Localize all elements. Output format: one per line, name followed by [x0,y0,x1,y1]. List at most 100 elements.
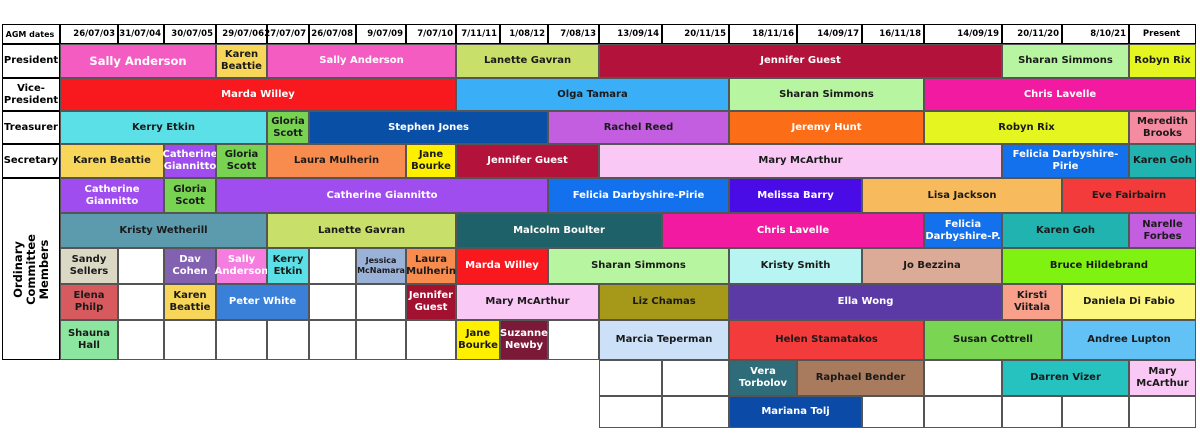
empty-slot [599,360,662,396]
ocm-jo-bezzina: Jo Bezzina [862,248,1002,284]
empty-slot [406,320,456,360]
empty-slot [356,320,406,360]
ocm-suzanne-newby: Suzanne Newby [500,320,548,360]
secretary-jane-bourke: Jane Bourke [406,144,456,178]
agm-date-header: 8/10/21 [1062,24,1129,44]
role-label-ordinary: Ordinary Committee Members [2,178,60,360]
ocm-sandy-sellers: Sandy Sellers [60,248,118,284]
ocm-peter-white: Peter White [216,284,309,320]
agm-date-header: 20/11/15 [662,24,729,44]
role-label-treasurer: Treasurer [2,111,60,144]
ocm-helen-stamatakos: Helen Stamatakos [729,320,924,360]
ocm-mariana-tolj: Mariana Tolj [729,396,862,428]
ocm-ella-wong: Ella Wong [729,284,1002,320]
ocm-vera-torbolov: Vera Torbolov [729,360,797,396]
role-label-vice: Vice- President [2,78,60,111]
role-label-president: President [2,44,60,78]
ocm-mary-mcarthur: Mary McArthur [456,284,599,320]
treasurer-gloria-scott: Gloria Scott [267,111,309,144]
ocm-karen-goh: Karen Goh [1002,213,1129,248]
empty-slot [309,320,356,360]
empty-slot [118,284,164,320]
ocm-kristy-smith: Kristy Smith [729,248,862,284]
ocm-marda-willey: Marda Willey [456,248,548,284]
vice-olga-tamara: Olga Tamara [456,78,729,111]
vice-marda-willey: Marda Willey [60,78,456,111]
secretary-gloria-scott: Gloria Scott [216,144,267,178]
empty-slot [862,396,924,428]
agm-date-header: 20/11/20 [1002,24,1062,44]
ocm-felicia-darbyshire-p: Felicia Darbyshire-P. [924,213,1002,248]
ocm-laura-mulherin: Laura Mulherin [406,248,456,284]
agm-date-header: 30/07/05 [164,24,216,44]
role-label-text: Ordinary Committee Members [10,233,51,305]
president-sharan-simmons: Sharan Simmons [1002,44,1129,78]
ocm-jennifer-guest: Jennifer Guest [406,284,456,320]
ocm-lisa-jackson: Lisa Jackson [862,178,1062,213]
vice-sharan-simmons: Sharan Simmons [729,78,924,111]
empty-slot [1002,396,1062,428]
ocm-dav-cohen: Dav Cohen [164,248,216,284]
ocm-liz-chamas: Liz Chamas [599,284,729,320]
ocm-kristy-wetherill: Kristy Wetherill [60,213,267,248]
treasurer-rachel-reed: Rachel Reed [548,111,729,144]
ocm-andree-lupton: Andree Lupton [1062,320,1196,360]
president-jennifer-guest: Jennifer Guest [599,44,1002,78]
agm-dates-label: AGM dates [2,24,60,44]
role-label-secretary: Secretary [2,144,60,178]
empty-slot [216,320,267,360]
agm-date-header: 31/07/04 [118,24,164,44]
ocm-narelle-forbes: Narelle Forbes [1129,213,1196,248]
empty-slot [548,320,599,360]
agm-date-header: 14/09/17 [797,24,862,44]
treasurer-meredith-brooks: Meredith Brooks [1129,111,1196,144]
ocm-elena-philp: Elena Philp [60,284,118,320]
ocm-chris-lavelle: Chris Lavelle [662,213,924,248]
ocm-lanette-gavran: Lanette Gavran [267,213,456,248]
empty-slot [118,248,164,284]
role-label-text: President [3,55,59,66]
empty-slot [164,320,216,360]
agm-date-header: 13/09/14 [599,24,662,44]
ocm-karen-beattie: Karen Beattie [164,284,216,320]
role-label-text: Treasurer [4,121,58,133]
secretary-karen-goh: Karen Goh [1129,144,1196,178]
agm-date-header: 7/08/13 [548,24,599,44]
agm-date-header: 18/11/16 [729,24,797,44]
president-robyn-rix: Robyn Rix [1129,44,1196,78]
secretary-karen-beattie: Karen Beattie [60,144,164,178]
ocm-sally-anderson: Sally Anderson [215,248,268,284]
secretary-catherine-giannitto: Catherine Giannitto [162,144,218,178]
agm-date-header: 7/11/11 [456,24,500,44]
secretary-jennifer-guest: Jennifer Guest [456,144,599,178]
president-karen-beattie: Karen Beattie [216,44,267,78]
agm-date-header: 26/07/08 [309,24,356,44]
empty-slot [118,320,164,360]
ocm-catherine-giannitto-2: Catherine Giannitto [216,178,548,213]
ocm-felicia-darbyshire-pirie: Felicia Darbyshire-Pirie [548,178,729,213]
secretary-laura-mulherin: Laura Mulherin [267,144,406,178]
ocm-gloria-scott: Gloria Scott [164,178,216,213]
president-sally-anderson-1: Sally Anderson [60,44,216,78]
treasurer-robyn-rix: Robyn Rix [924,111,1129,144]
empty-slot [356,284,406,320]
vice-chris-lavelle: Chris Lavelle [924,78,1196,111]
agm-date-header: 27/07/07 [264,24,309,44]
empty-slot [924,360,1002,396]
ocm-susan-cottrell: Susan Cottrell [924,320,1062,360]
agm-date-header: 7/07/10 [406,24,456,44]
secretary-felicia-darbyshire-pirie: Felicia Darbyshire-Pirie [1002,144,1129,178]
ocm-kerry-etkin: Kerry Etkin [267,248,309,284]
empty-slot [267,320,309,360]
ocm-darren-vizer: Darren Vizer [1002,360,1129,396]
ocm-eve-fairbairn: Eve Fairbairn [1062,178,1196,213]
empty-slot [599,396,662,428]
ocm-jessica-mcnamara: Jessica McNamara [356,248,406,284]
president-lanette-gavran: Lanette Gavran [456,44,599,78]
ocm-melissa-barry: Melissa Barry [729,178,862,213]
role-label-text: Vice- President [3,82,59,106]
agm-date-header: 29/07/06 [216,24,267,44]
treasurer-stephen-jones: Stephen Jones [309,111,548,144]
ocm-marcia-teperman: Marcia Teperman [599,320,729,360]
